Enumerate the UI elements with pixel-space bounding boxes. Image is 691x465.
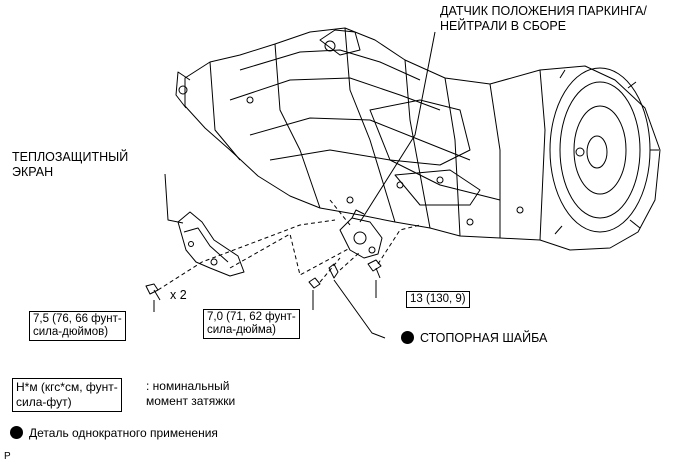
torque-box-7-5: 7,5 (76, 66 фунт- сила-дюймов)	[29, 311, 126, 341]
lock-washer-text: СТОПОРНАЯ ШАЙБА	[420, 331, 548, 345]
quantity-label: x 2	[170, 288, 187, 302]
one-time-use-icon	[401, 331, 414, 344]
figure-code: P	[4, 451, 11, 462]
leader-lines	[153, 31, 436, 339]
park-neutral-sensor-part	[339, 209, 383, 259]
sensor-label: ДАТЧИК ПОЛОЖЕНИЯ ПАРКИНГА/ НЕЙТРАЛИ В СБ…	[440, 4, 647, 33]
legend-unit-description: : номинальный момент затяжки	[146, 379, 236, 408]
legend-one-time: Деталь однократного применения	[10, 426, 218, 441]
bolt-7-5	[145, 283, 161, 301]
heat-shield-part	[177, 211, 245, 277]
lock-washer-part	[328, 263, 339, 279]
legend-one-time-text: Деталь однократного применения	[29, 426, 218, 440]
legend-unit-box: Н*м (кгс*см, фунт- сила-фут)	[12, 378, 122, 412]
torque-box-7-0: 7,0 (71, 62 фунт- сила-дюйма)	[203, 309, 300, 339]
bolt-13	[367, 259, 382, 279]
torque-box-13: 13 (130, 9)	[406, 291, 470, 308]
lock-washer-label: СТОПОРНАЯ ШАЙБА	[401, 331, 547, 346]
one-time-use-legend-icon	[10, 426, 23, 439]
nut-7-0	[308, 277, 321, 289]
alignment-lines	[157, 199, 421, 291]
heat-shield-label: ТЕПЛОЗАЩИТНЫЙ ЭКРАН	[12, 150, 129, 179]
transmission-illustration	[175, 27, 661, 251]
